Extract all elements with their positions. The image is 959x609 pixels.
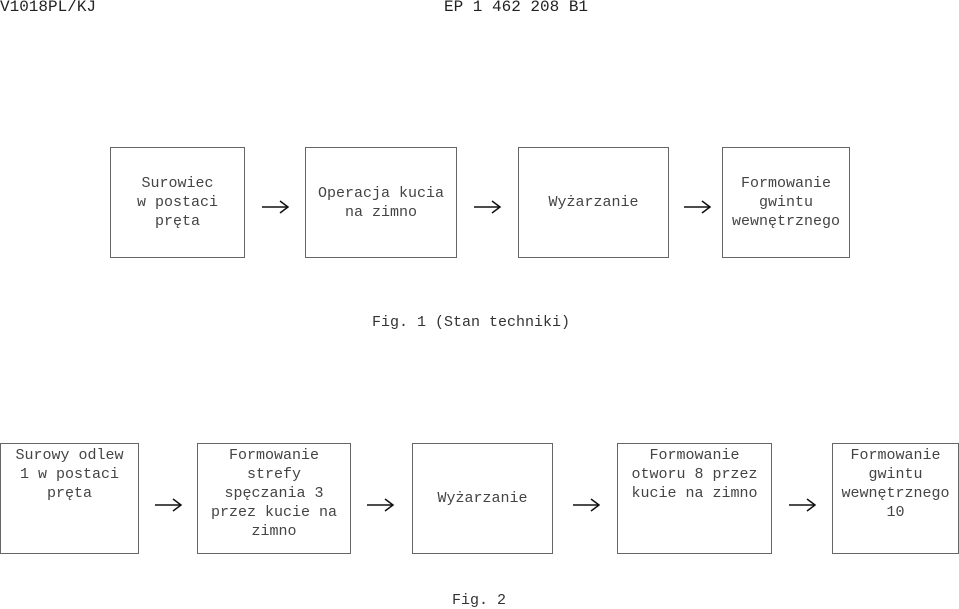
document-reference: V1018PL/KJ: [0, 0, 97, 16]
fig2-step-upset-zone: Formowanie strefy spęczania 3 przez kuci…: [197, 443, 351, 554]
arrow-right-icon: [684, 200, 712, 214]
fig1-step-annealing: Wyżarzanie: [518, 147, 669, 258]
fig2-step-annealing: Wyżarzanie: [412, 443, 553, 554]
arrow-right-icon: [262, 200, 290, 214]
arrow-right-icon: [367, 498, 395, 512]
patent-number: EP 1 462 208 B1: [444, 0, 589, 16]
fig2-step-hole-forming: Formowanie otworu 8 przez kucie na zimno: [617, 443, 772, 554]
fig2-step-raw-casting: Surowy odlew 1 w postaci pręta: [0, 443, 139, 554]
fig1-step-raw-material: Surowiec w postaci pręta: [110, 147, 245, 258]
arrow-right-icon: [155, 498, 183, 512]
arrow-right-icon: [474, 200, 502, 214]
fig1-step-thread-forming: Formowanie gwintu wewnętrznego: [722, 147, 850, 258]
fig1-step-cold-forging: Operacja kucia na zimno: [305, 147, 457, 258]
fig1-caption: Fig. 1 (Stan techniki): [372, 314, 571, 331]
arrow-right-icon: [573, 498, 601, 512]
fig2-step-thread-forming: Formowanie gwintu wewnętrznego 10: [832, 443, 959, 554]
fig2-caption: Fig. 2: [452, 592, 507, 609]
arrow-right-icon: [789, 498, 817, 512]
